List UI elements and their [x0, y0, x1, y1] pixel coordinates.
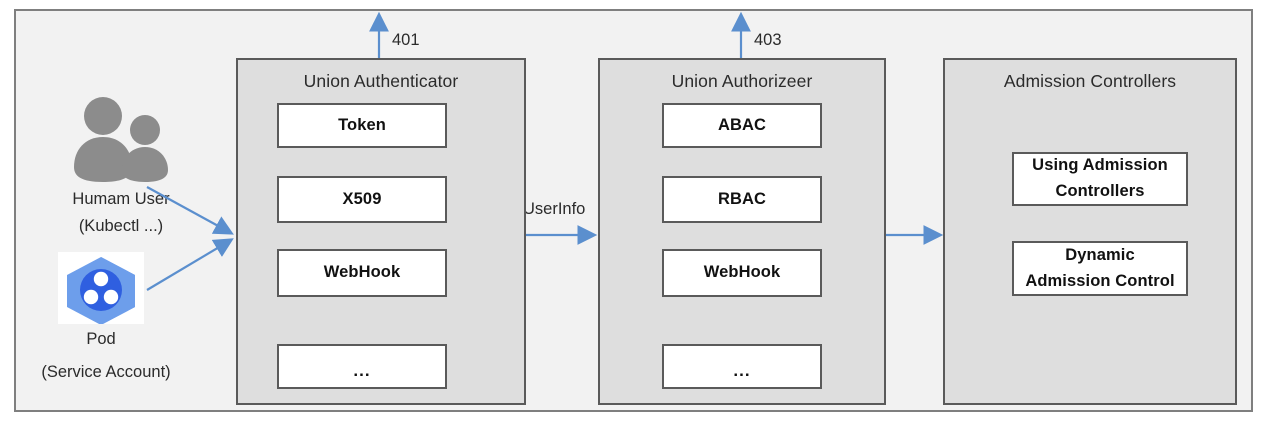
panel-title-union-authenticator: Union Authenticator [303, 71, 459, 91]
edge-label-401: 401 [392, 31, 420, 49]
item-dynamic-admission-control[interactable]: Dynamic Admission Control [1012, 241, 1188, 296]
item-token[interactable]: Token [277, 103, 447, 148]
edge-label-userinfo: UserInfo [523, 200, 586, 218]
panel-admission-controllers: Admission Controllers [943, 58, 1237, 405]
panel-title-admission-controllers: Admission Controllers [1003, 71, 1177, 91]
item-dynamic-admission-control-line2: Admission Control [1025, 271, 1175, 290]
item-rbac[interactable]: RBAC [662, 176, 822, 223]
item-using-admission-controllers-line1: Using Admission [1032, 156, 1168, 175]
item-webhook-authn[interactable]: WebHook [277, 249, 447, 297]
people-icon [66, 96, 176, 184]
item-dynamic-admission-control-line1: Dynamic [1065, 245, 1135, 264]
item-using-admission-controllers-line2: Controllers [1055, 182, 1145, 200]
pod-label-line2: (Service Account) [41, 363, 171, 381]
item-more-authz[interactable]: ... [662, 344, 822, 389]
pod-hexagon-icon [58, 252, 144, 325]
panel-title-union-authorizeer: Union Authorizeer [671, 71, 813, 91]
pod-label-line1: Pod [86, 330, 116, 348]
item-webhook-authz[interactable]: WebHook [662, 249, 822, 297]
human-user-label-line2: (Kubectl ...) [78, 217, 164, 235]
item-using-admission-controllers[interactable]: Using Admission Controllers [1012, 152, 1188, 206]
human-user-label-line1: Humam User [72, 190, 170, 208]
edge-label-403: 403 [754, 31, 782, 49]
item-more-authn[interactable]: ... [277, 344, 447, 389]
item-x509[interactable]: X509 [277, 176, 447, 223]
item-abac[interactable]: ABAC [662, 103, 822, 148]
